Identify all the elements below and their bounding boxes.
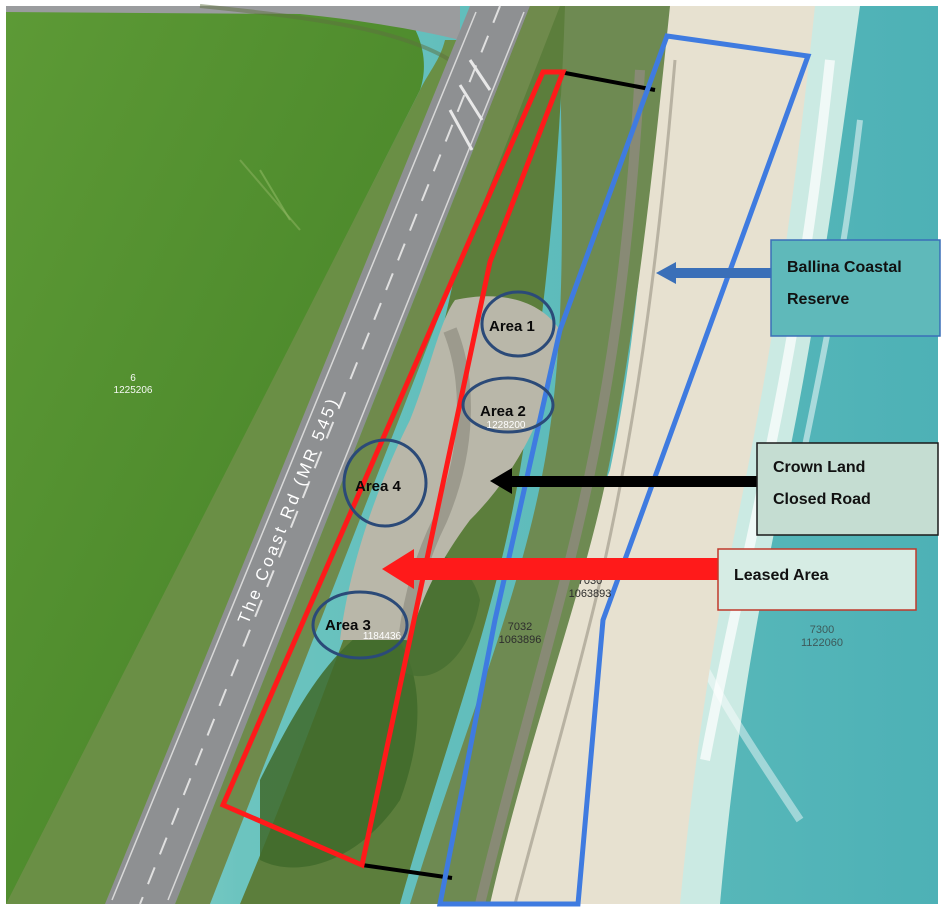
area-label: Area 2 [480, 403, 526, 420]
parcel-label: 1228200 [487, 420, 526, 431]
closed-road-line-north [559, 70, 656, 92]
svg-text:Reserve: Reserve [787, 291, 849, 308]
svg-text:1184436: 1184436 [363, 631, 402, 642]
svg-text:1225206: 1225206 [114, 385, 153, 396]
beach-sand [470, 6, 815, 904]
pasture-paddock [6, 6, 424, 904]
parcel-label: 7300 1122060 [801, 624, 843, 649]
parcel-label: 1184436 [363, 631, 402, 642]
leased-area-arrow [382, 549, 720, 589]
svg-text:1122060: 1122060 [801, 637, 843, 649]
area-marker[interactable]: Area 3 [311, 590, 409, 660]
svg-text:7300: 7300 [810, 624, 834, 636]
area-marker[interactable]: Area 4 [342, 438, 428, 528]
svg-text:1063896: 1063896 [499, 634, 542, 646]
coastal-reserve-callout: Ballina Coastal Reserve [770, 239, 941, 337]
area-marker[interactable]: Area 1 [480, 290, 556, 358]
area-label: Area 4 [355, 478, 402, 495]
svg-text:1063893: 1063893 [569, 588, 612, 600]
parcel-label: 6 1225206 [114, 373, 153, 396]
svg-text:Crown Land: Crown Land [773, 459, 865, 476]
closed-road-line-south [361, 863, 453, 880]
dune-vegetation [410, 6, 670, 904]
parcel-label: 7032 1063896 [499, 621, 542, 646]
area-label: Area 3 [325, 617, 371, 634]
svg-text:7032: 7032 [508, 621, 532, 633]
reserve-arrow [656, 262, 772, 284]
svg-text:Leased Area: Leased Area [734, 567, 829, 584]
crown-land-callout: Crown Land Closed Road [756, 442, 939, 536]
area-marker[interactable]: Area 2 [461, 376, 555, 434]
leased-area-callout: Leased Area [717, 548, 917, 611]
road-surface [105, 6, 530, 904]
svg-text:6: 6 [130, 373, 136, 384]
coastal-reserve-boundary [436, 33, 812, 907]
svg-text:Closed Road: Closed Road [773, 491, 871, 508]
coastal-scrub [240, 6, 565, 904]
crown-land-arrow [490, 468, 758, 494]
area-label: Area 1 [489, 318, 535, 335]
svg-text:Ballina Coastal: Ballina Coastal [787, 259, 902, 276]
svg-text:1228200: 1228200 [487, 420, 526, 431]
